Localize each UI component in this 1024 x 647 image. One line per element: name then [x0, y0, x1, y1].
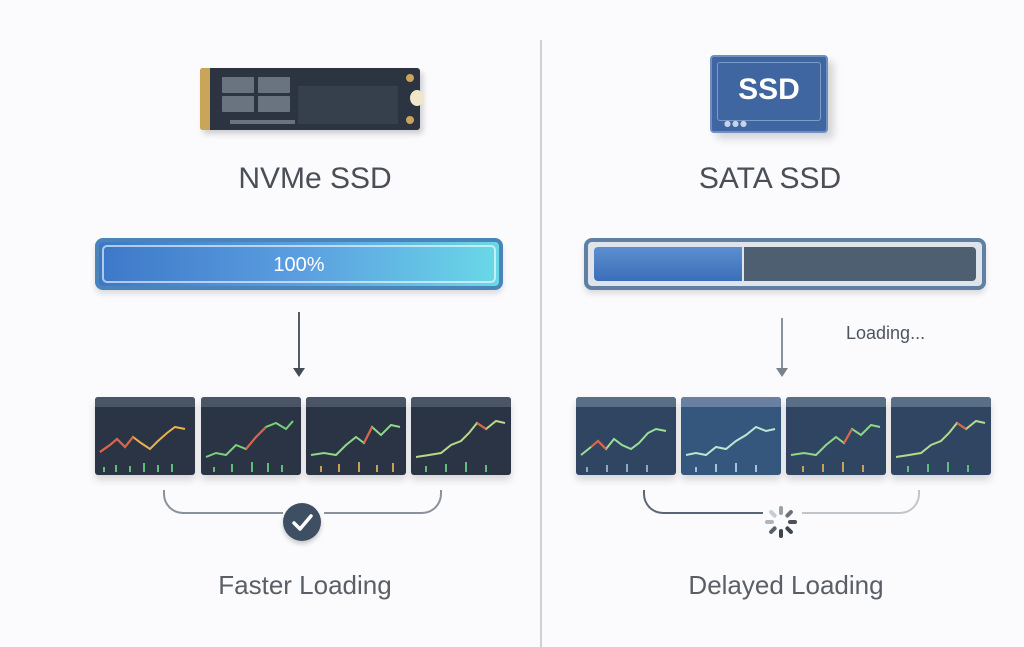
check-circle-icon — [283, 503, 321, 541]
nvme-bracket-left — [163, 490, 283, 514]
sata-drive-icon: SSD ●●● — [710, 55, 828, 133]
sata-drive-label: SSD — [738, 73, 800, 106]
nvme-caption: Faster Loading — [218, 570, 392, 600]
sata-bracket-right — [802, 490, 920, 514]
sata-bracket-left — [643, 490, 763, 514]
sata-arrow-icon — [781, 318, 783, 368]
sata-chart-thumbnail — [681, 397, 781, 475]
nvme-bracket-right — [324, 490, 442, 514]
sata-chart-thumbnail — [576, 397, 676, 475]
nvme-chart-thumbnail — [201, 397, 301, 475]
nvme-title: NVMe SSD — [238, 162, 392, 195]
nvme-arrow-icon — [298, 312, 300, 368]
sata-chart-thumbnail — [786, 397, 886, 475]
sata-progress-remaining — [744, 247, 976, 281]
sata-chart-thumbnail — [891, 397, 991, 475]
sata-title: SATA SSD — [698, 162, 842, 195]
nvme-chart-thumbnail — [306, 397, 406, 475]
loading-spinner-icon — [764, 505, 798, 539]
nvme-progress-label: 100% — [273, 254, 325, 276]
nvme-arrow-head-icon — [293, 368, 305, 377]
nvme-drive-icon — [200, 68, 424, 130]
nvme-chart-thumbnail — [411, 397, 511, 475]
loading-text: Loading... — [846, 323, 926, 343]
sata-progress-bar — [584, 238, 986, 290]
nvme-chart-thumbnail — [95, 397, 195, 475]
sata-caption: Delayed Loading — [688, 570, 884, 600]
nvme-progress-bar: 100% — [95, 238, 503, 290]
sata-arrow-head-icon — [776, 368, 788, 377]
center-divider — [540, 40, 542, 647]
sata-progress-fill — [594, 247, 742, 281]
